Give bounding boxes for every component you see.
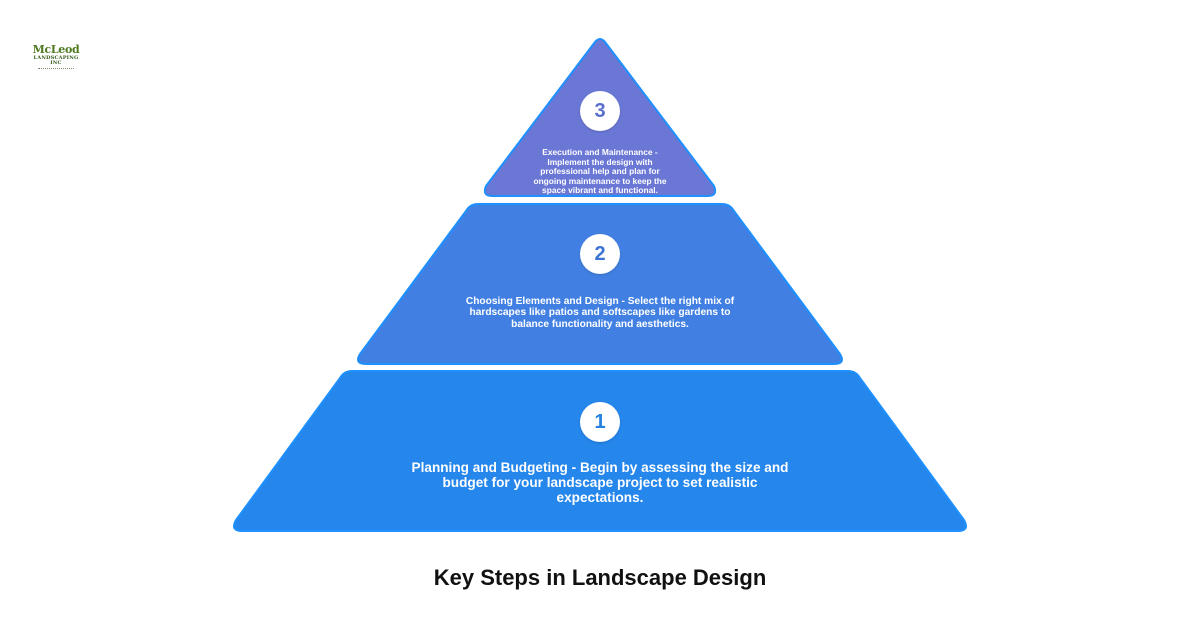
- company-logo: McLeod LANDSCAPING INC: [30, 43, 82, 69]
- pyramid-tier-1: [233, 370, 967, 532]
- logo-tagline-line: [38, 68, 74, 71]
- step-3-badge: 3: [580, 91, 620, 131]
- diagram-title: Key Steps in Landscape Design: [433, 565, 767, 590]
- logo-subtitle: LANDSCAPING INC: [33, 55, 79, 66]
- step-1-text: Planning and Budgeting - Begin by assess…: [411, 460, 789, 505]
- logo-name: McLeod: [32, 43, 80, 56]
- pyramid-tier-2: [357, 203, 843, 365]
- step-1-badge: 1: [580, 402, 620, 442]
- step-2-badge: 2: [580, 234, 620, 274]
- step-2-text: Choosing Elements and Design - Select th…: [465, 296, 735, 330]
- step-3-text: Execution and Maintenance - Implement th…: [533, 147, 667, 196]
